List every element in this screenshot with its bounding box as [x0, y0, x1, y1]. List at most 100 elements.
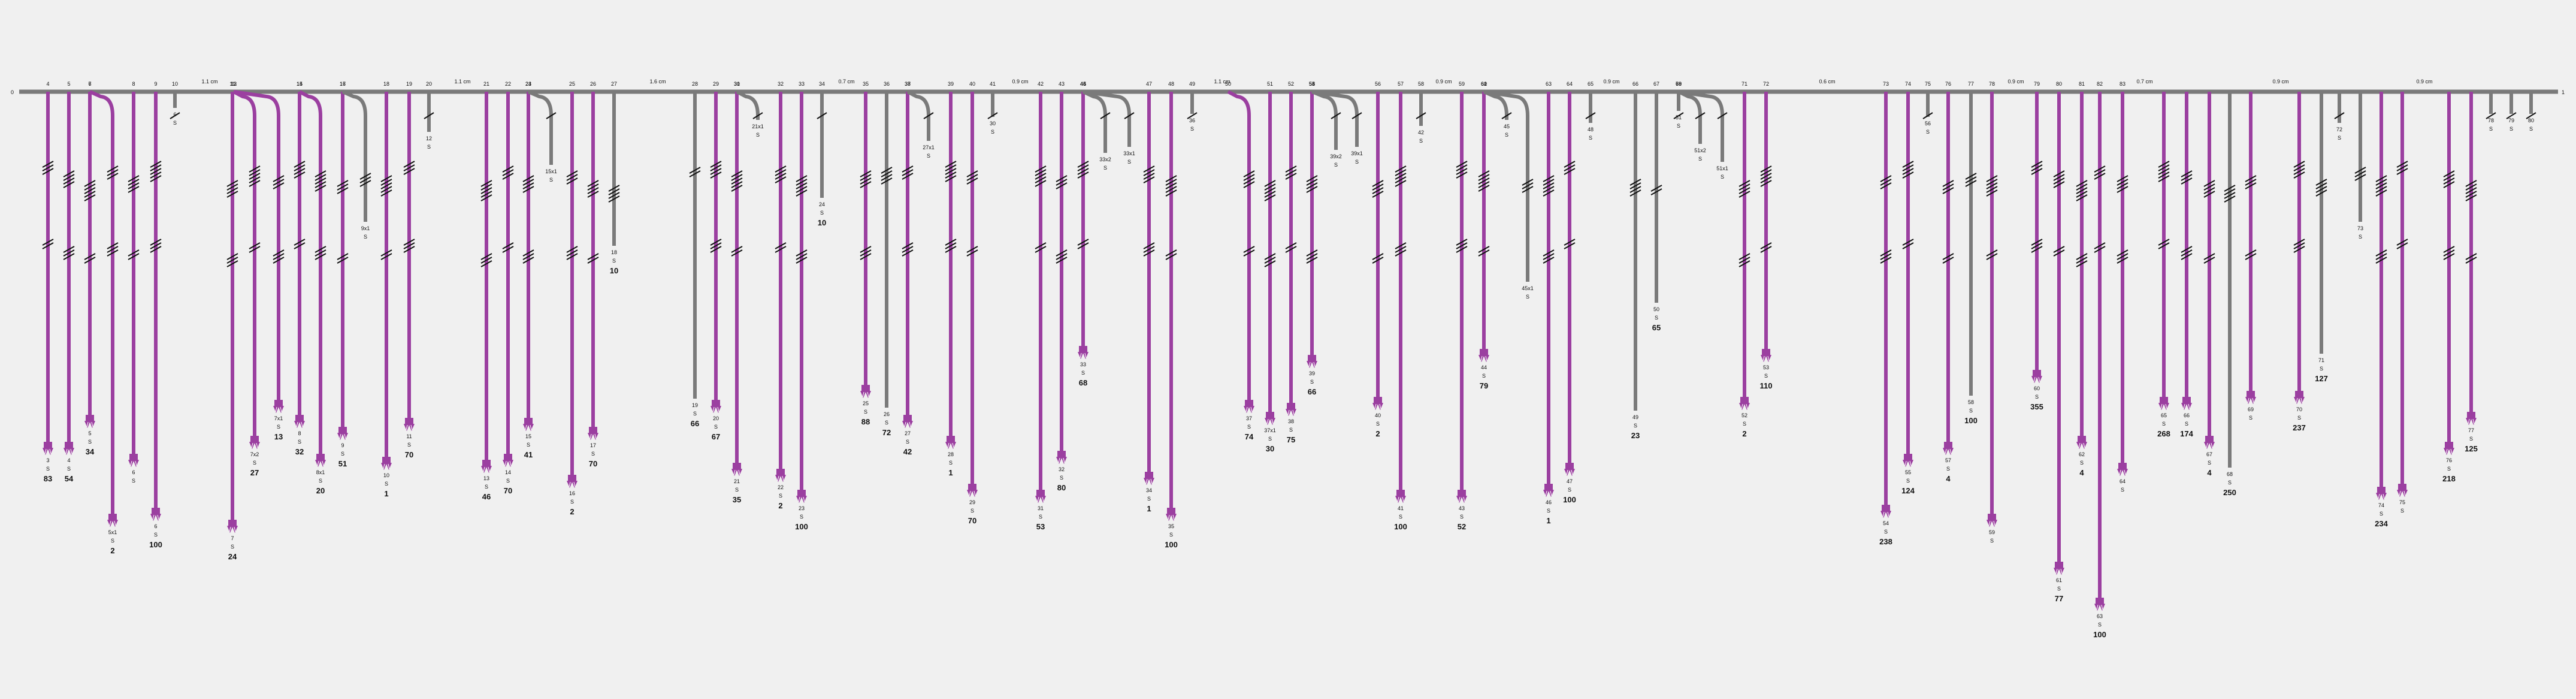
flower-glyph — [381, 457, 392, 470]
flower-detail — [2183, 403, 2185, 409]
leaf-scar-mark — [2181, 170, 2193, 177]
flower-glyph — [523, 418, 534, 431]
leaf-scar-mark — [2117, 257, 2128, 264]
shoot-label: 25 — [863, 400, 869, 406]
flower-bud — [2377, 487, 2385, 493]
flower-bud — [1396, 490, 1405, 496]
node-top-label: 71 — [1741, 81, 1747, 87]
leaf-scar-mark — [1478, 249, 1490, 257]
flower-bud — [504, 454, 512, 460]
flower-detail — [2252, 397, 2254, 403]
shoot-label: 36 — [1189, 117, 1195, 123]
flower-detail — [904, 421, 906, 427]
flower-bud — [338, 427, 347, 433]
leaf-scar-mark — [2053, 170, 2065, 177]
leaf-scar-mark — [796, 182, 808, 189]
node-top-label: 30 — [734, 81, 740, 87]
leaf-scar-mark — [566, 170, 578, 177]
internode-gap-label: 0.7 cm — [838, 79, 854, 85]
leaf-scar-mark — [2465, 253, 2477, 260]
leaf-scar-mark — [2094, 173, 2106, 180]
leaf-scar-mark — [1264, 191, 1276, 198]
shoot-label: 5x1 — [108, 529, 117, 535]
shoot-unit: S — [714, 424, 718, 430]
flower-glyph — [315, 454, 326, 467]
shoot-unit: S — [820, 210, 824, 216]
shoot-unit: S — [549, 177, 553, 183]
shoot-label: 31 — [1038, 505, 1044, 511]
leaf-scar-mark — [107, 246, 119, 253]
leaf-scar-mark — [1306, 175, 1318, 182]
shoot-unit: S — [1399, 514, 1402, 520]
leaf-scar-mark — [752, 112, 763, 119]
leaf-scar-mark — [1077, 242, 1089, 249]
flower-bud — [1036, 490, 1045, 496]
leaf-scar-mark — [42, 161, 54, 168]
leaf-scar-mark — [775, 169, 787, 176]
leaf-scar-mark — [775, 246, 787, 253]
leaf-scar-mark — [1564, 168, 1576, 175]
node-top-label: 66 — [1632, 81, 1638, 87]
shoot-unit: S — [1743, 421, 1746, 427]
node-top-label: 41 — [990, 81, 996, 87]
leaf-scar-mark — [522, 179, 534, 186]
flower-detail — [383, 463, 385, 469]
leaf-scar-mark — [608, 185, 620, 192]
leaf-scar-mark — [1143, 169, 1155, 176]
leaf-scar-mark — [522, 175, 534, 182]
shoot-label: 62 — [2079, 451, 2085, 457]
shoot-unit: S — [1946, 466, 1950, 472]
shoot-value: 68 — [1079, 378, 1087, 387]
shoot-s5: 6S — [128, 92, 140, 484]
shoot-s96: 80S — [2526, 92, 2536, 132]
leaf-scar-mark — [1543, 257, 1555, 264]
flower-glyph — [1144, 472, 1154, 485]
leaf-scar-mark — [1942, 180, 1954, 187]
leaf-scar-mark — [403, 164, 415, 171]
flower-detail — [1909, 460, 1912, 466]
leaf-scar-mark — [249, 246, 261, 253]
flower-bud — [968, 484, 976, 490]
shoot-label: 76 — [2446, 457, 2452, 463]
flower-bud — [65, 442, 73, 448]
leaf-scar-mark — [480, 257, 492, 264]
shoot-label: 21 — [734, 478, 740, 484]
shoot-label: 11 — [406, 433, 412, 439]
shoot-unit: S — [1039, 514, 1042, 520]
leaf-scar-mark — [1478, 246, 1490, 253]
shoot-label: 80 — [2528, 117, 2534, 123]
shoot-unit: S — [364, 234, 367, 240]
shoot-value: 66 — [1308, 387, 1316, 396]
leaf-scar-mark — [150, 164, 162, 171]
flower-glyph — [2204, 436, 2215, 449]
shoot-unit: S — [1268, 436, 1272, 442]
leaf-scar-mark — [945, 171, 957, 179]
leaf-scar-mark — [2031, 168, 2043, 175]
leaf-scar-mark — [608, 192, 620, 199]
shoot-unit: S — [2447, 466, 2451, 472]
shoot-unit: S — [1081, 370, 1085, 376]
shoot-label: 33x2 — [1099, 156, 1111, 162]
leaf-scar-mark — [315, 170, 326, 177]
leaf-scar-mark — [775, 173, 787, 180]
flower-detail — [152, 514, 155, 520]
flower-detail — [114, 520, 116, 526]
flower-detail — [1374, 403, 1377, 409]
flower-detail — [1250, 406, 1253, 412]
node-top-label: 40 — [969, 81, 975, 87]
shoot-label: 7x1 — [274, 415, 283, 421]
leaf-scar-mark — [2245, 179, 2257, 186]
shoot-label: 77 — [2468, 427, 2474, 433]
leaf-scar-mark — [2245, 253, 2257, 260]
internode-gap-label: 0.9 cm — [1435, 79, 1452, 85]
leaf-scar-mark — [1165, 179, 1177, 186]
leaf-scar-mark — [587, 257, 599, 264]
leaf-scar-mark — [2315, 189, 2327, 197]
